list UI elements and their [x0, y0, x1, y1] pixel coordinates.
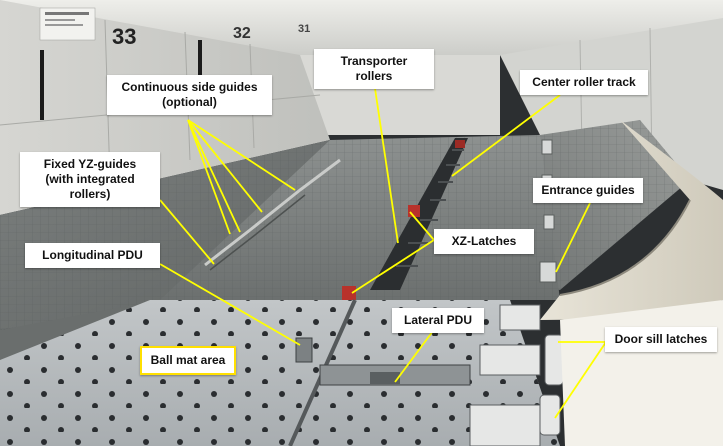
- callout-lateral-pdu: Lateral PDU: [392, 308, 484, 333]
- compartment-number-31: 31: [298, 23, 310, 35]
- callout-lateral-pdu-text: Lateral PDU: [403, 313, 473, 327]
- callout-xz-latches-text: XZ-Latches: [451, 234, 517, 248]
- callout-continuous-side-guides-line2: (optional): [162, 95, 217, 109]
- callout-entrance-guides-text: Entrance guides: [541, 183, 635, 197]
- compartment-number-33: 33: [112, 24, 136, 49]
- callout-fixed-yz-guides: Fixed YZ-guides (with integrated rollers…: [20, 152, 160, 207]
- callout-xz-latches: XZ-Latches: [434, 229, 534, 254]
- callout-fixed-yz-guides-line3: rollers): [69, 187, 111, 201]
- callout-center-roller-track: Center roller track: [520, 70, 648, 95]
- callout-door-sill-latches-text: Door sill latches: [614, 332, 708, 346]
- callout-longitudinal-pdu-text: Longitudinal PDU: [42, 248, 143, 262]
- callout-center-roller-track-text: Center roller track: [532, 75, 636, 89]
- callout-fixed-yz-guides-line2: (with integrated: [45, 172, 135, 186]
- callout-door-sill-latches: Door sill latches: [605, 327, 717, 352]
- compartment-number-32: 32: [233, 25, 251, 42]
- callout-continuous-side-guides: Continuous side guides (optional): [107, 75, 272, 115]
- callout-leader-lines: [159, 74, 607, 419]
- callout-transporter-rollers: Transporter rollers: [314, 49, 434, 89]
- callout-ball-mat-area-text: Ball mat area: [150, 353, 226, 367]
- callout-continuous-side-guides-line1: Continuous side guides: [121, 80, 258, 94]
- callout-ball-mat-area: Ball mat area: [140, 346, 236, 375]
- callout-fixed-yz-guides-line1: Fixed YZ-guides: [43, 157, 137, 171]
- callout-longitudinal-pdu: Longitudinal PDU: [25, 243, 160, 268]
- callout-entrance-guides: Entrance guides: [533, 178, 643, 203]
- callout-transporter-rollers-text: Transporter rollers: [340, 54, 408, 83]
